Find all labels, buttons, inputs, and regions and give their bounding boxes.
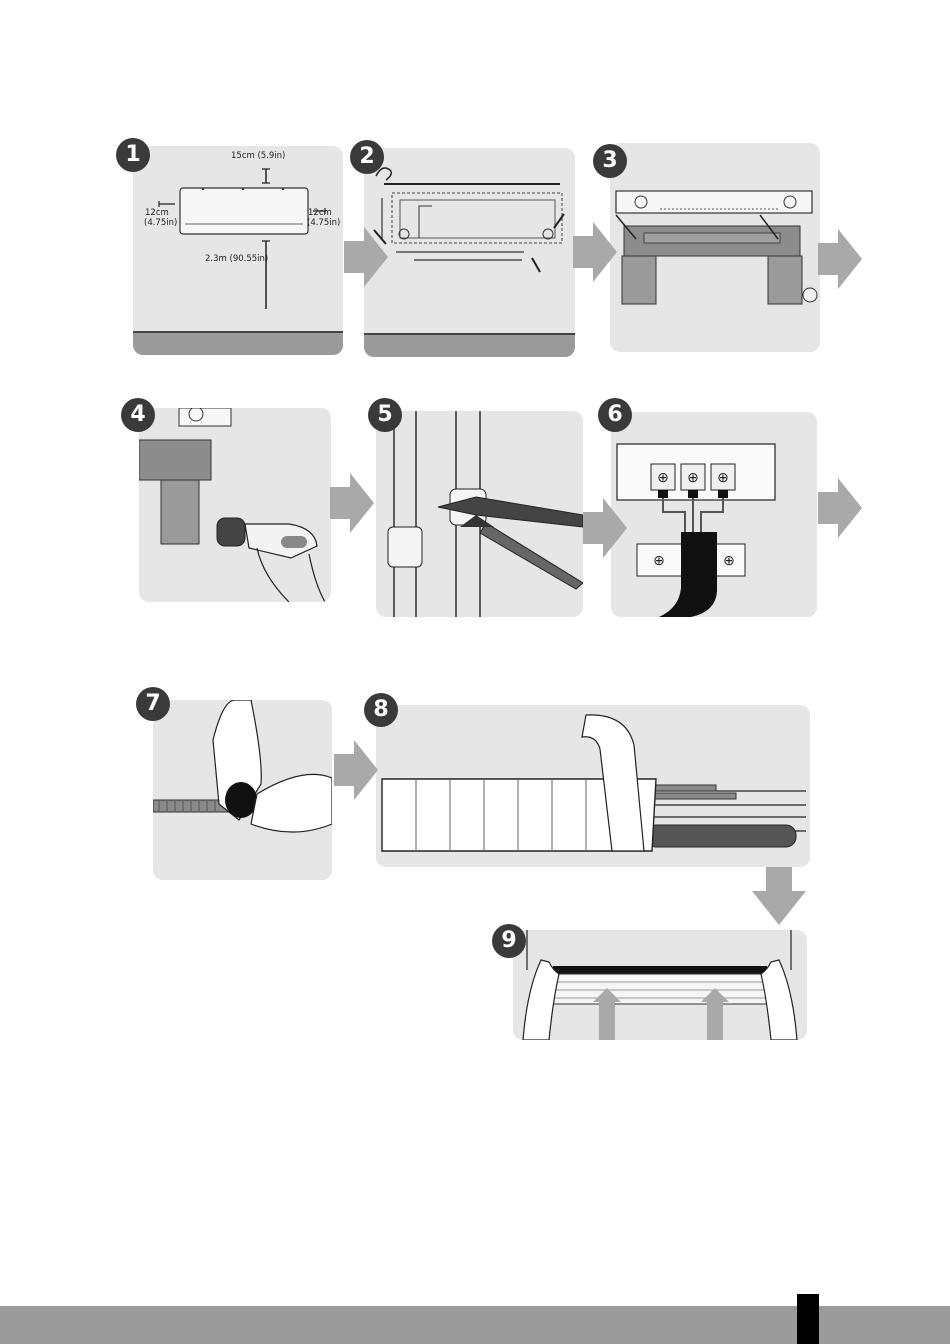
step-4-badge: 4 bbox=[121, 398, 155, 432]
svg-text:⊕: ⊕ bbox=[723, 552, 735, 568]
left-clearance-inches: (4.75in) bbox=[144, 218, 177, 229]
step-3-badge: 3 bbox=[593, 144, 627, 178]
arrow-right-icon bbox=[330, 473, 374, 533]
mounting-plate-drawing bbox=[364, 148, 575, 357]
step-7-badge: 7 bbox=[136, 687, 170, 721]
drain-hose-wrapping-drawing bbox=[153, 700, 332, 880]
indoor-unit-clearance-drawing bbox=[133, 146, 343, 355]
arrow-right-icon bbox=[583, 498, 627, 558]
step-8-panel bbox=[376, 705, 810, 867]
pipe-wrench-drawing bbox=[376, 411, 583, 617]
fitting-pipes-drawing bbox=[513, 930, 807, 1040]
arrow-right-icon bbox=[334, 740, 378, 800]
arrow-down-icon bbox=[752, 867, 806, 925]
step-6-badge: 6 bbox=[598, 398, 632, 432]
step-9-badge: 9 bbox=[492, 924, 526, 958]
step-8-badge: 8 bbox=[364, 693, 398, 727]
step-1-badge: 1 bbox=[116, 138, 150, 172]
step-7-panel bbox=[153, 700, 332, 880]
step-1-panel: 15cm (5.9in) 12cm (4.75in) 12cm (4.75in)… bbox=[133, 146, 343, 355]
step-3-panel bbox=[610, 143, 820, 352]
tape-wrapping-pipes-drawing bbox=[376, 705, 810, 867]
arrow-right-icon bbox=[818, 229, 862, 289]
step-6-panel: ⊕ ⊕ ⊕ ⊕ ⊕ bbox=[611, 412, 817, 617]
step-5-panel bbox=[376, 411, 583, 617]
top-clearance-label: 15cm (5.9in) bbox=[231, 151, 285, 162]
svg-text:⊕: ⊕ bbox=[653, 552, 665, 568]
svg-text:⊕: ⊕ bbox=[687, 469, 699, 485]
step-2-panel bbox=[364, 148, 575, 357]
level-and-bracket-drawing bbox=[610, 143, 820, 352]
svg-text:⊕: ⊕ bbox=[717, 469, 729, 485]
wiring-terminal-drawing: ⊕ ⊕ ⊕ ⊕ ⊕ bbox=[611, 412, 817, 617]
step-2-badge: 2 bbox=[350, 140, 384, 174]
step-4-panel bbox=[139, 408, 331, 602]
floor-height-label: 2.3m (90.55in) bbox=[205, 254, 268, 265]
drilling-wall-hole-drawing bbox=[139, 408, 331, 602]
right-clearance-inches: (4.75in) bbox=[307, 218, 340, 229]
arrow-right-icon bbox=[344, 227, 388, 287]
step-9-panel bbox=[513, 930, 807, 1040]
step-5-badge: 5 bbox=[368, 398, 402, 432]
page-tab-marker bbox=[797, 1294, 819, 1344]
arrow-right-icon bbox=[818, 478, 862, 538]
arrow-right-icon bbox=[573, 222, 617, 282]
svg-text:⊕: ⊕ bbox=[657, 469, 669, 485]
